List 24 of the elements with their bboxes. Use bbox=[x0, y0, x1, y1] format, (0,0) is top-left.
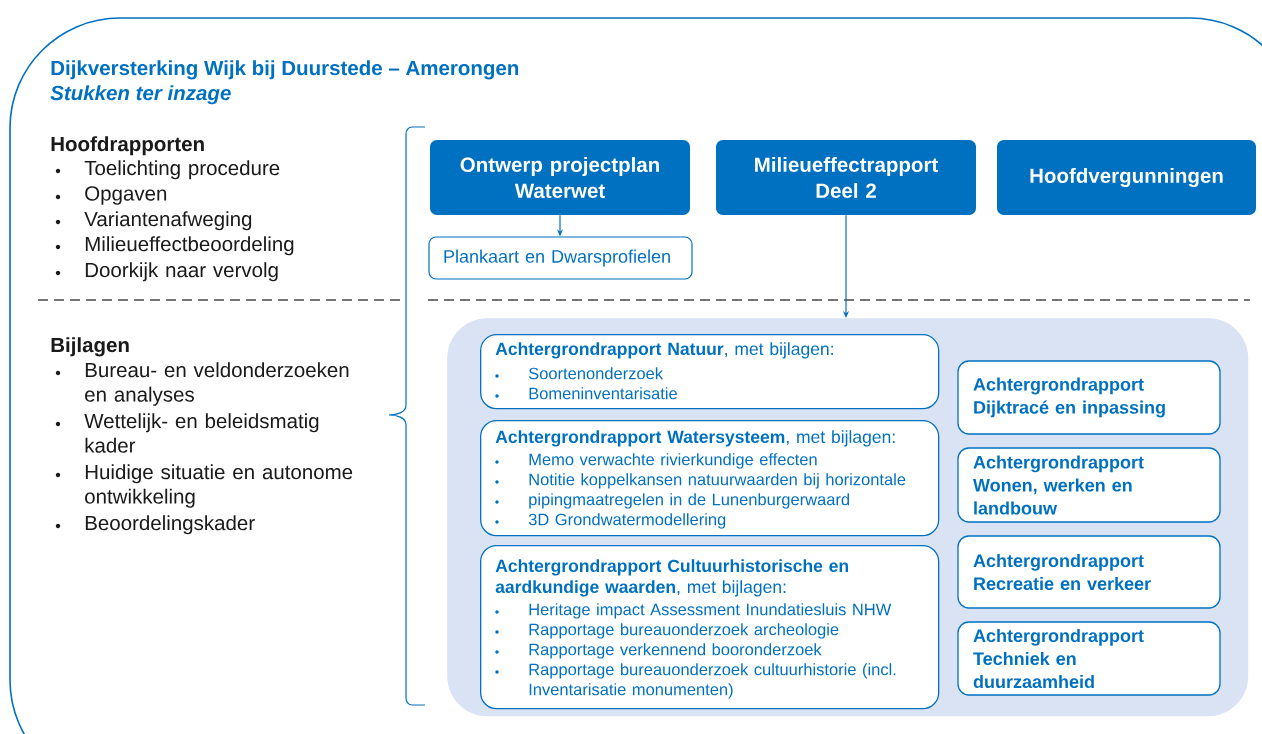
report-box: Hoofdvergunningen bbox=[997, 140, 1256, 215]
list-item: Toelichting procedure bbox=[55, 160, 280, 180]
report-box: Achtergrondrapport Dijktracé en inpassing bbox=[957, 360, 1221, 435]
subtitle: Stukken ter inzage bbox=[50, 85, 231, 105]
title: Dijkversterking Wijk bij Duurstede – Amerongen bbox=[51, 60, 519, 80]
list-item: Variantenafweging bbox=[55, 211, 252, 231]
list-item: Beoordelingskader bbox=[55, 515, 255, 535]
list-item: Huidige situatie en autonome ontwikkeling bbox=[55, 464, 353, 508]
list-item: Milieueffectbeoordeling bbox=[55, 236, 294, 256]
section-heading: Hoofdrapporten bbox=[51, 136, 204, 156]
list-item: Opgaven bbox=[55, 186, 167, 205]
list-item: Bureau- en veldonderzoeken en analyses bbox=[55, 362, 349, 406]
report-box: Achtergrondrapport Wonen, werken en landbouw bbox=[957, 447, 1221, 523]
report-box: Achtergrondrapport Watersysteem, met bijlagen: Memo verwachte rivierkundige effecten Notitie koppelkansen natuurwaarden bij horizontale pipingmaatregelen in de Lunenburgerwaard 3D Grondwatermodellering bbox=[480, 420, 940, 537]
report-box: Achtergrondrapport Cultuurhistorische en aardkundige waarden, met bijlagen: Heritage impact Assessment Inundatiesluis NHW Rapportage bureauonderzoek archeologie Rapportage verkennend booronderzoek Rapportage bureauonderzoek cultuurhistorie (incl. Inventarisatie monumenten) bbox=[480, 545, 940, 710]
list-item: Doorkijk naar vervolg bbox=[55, 262, 278, 282]
list-item: Wettelijk- en beleidsmatig kader bbox=[55, 413, 319, 453]
report-box: Achtergrondrapport Techniek en duurzaamheid bbox=[957, 621, 1221, 696]
report-box: Achtergrondrapport Recreatie en verkeer bbox=[957, 535, 1221, 609]
section-heading: Bijlagen bbox=[51, 337, 129, 357]
report-box: Ontwerp projectplan Waterwet bbox=[430, 140, 690, 215]
report-box: Achtergrondrapport Natuur, met bijlagen: Soortenonderzoek Bomeninventarisatie bbox=[480, 334, 940, 410]
report-box: Milieueffectrapport Deel 2 bbox=[716, 140, 976, 215]
report-box: Plankaart en Dwarsprofielen bbox=[428, 236, 693, 280]
